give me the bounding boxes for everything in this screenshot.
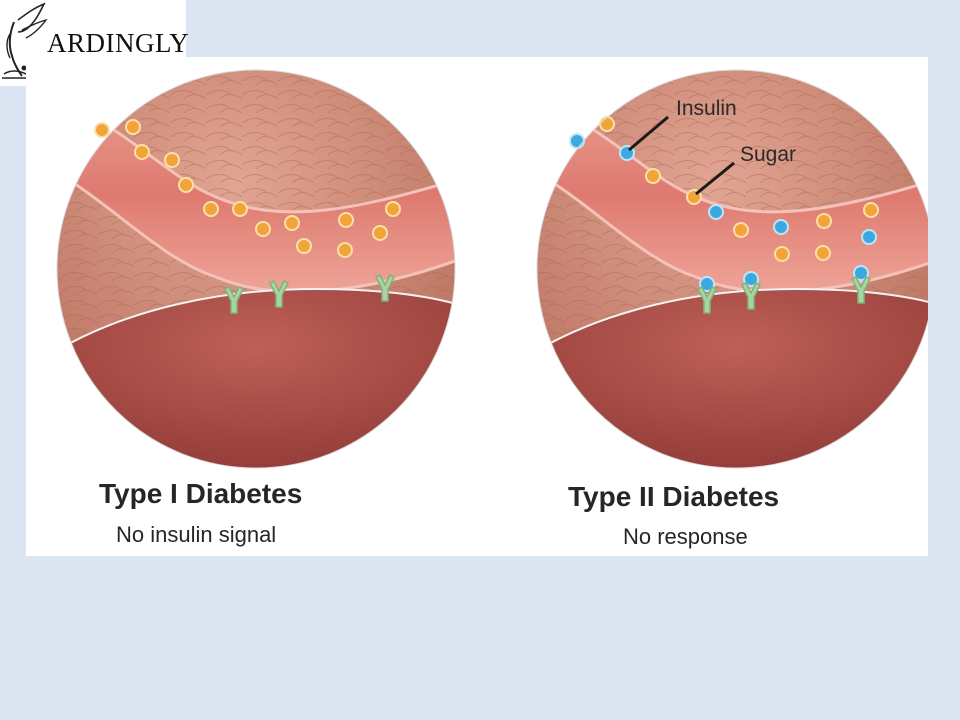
sugar-label: Sugar bbox=[740, 143, 797, 166]
insulin-receptors bbox=[696, 275, 872, 314]
diabetes-figure: Insulin Sugar Type I Diabetes No insulin… bbox=[26, 57, 928, 556]
type2-title: Type II Diabetes bbox=[568, 481, 780, 512]
cell bbox=[57, 289, 455, 468]
type1-illustration bbox=[56, 69, 456, 469]
blood-vessel bbox=[57, 97, 455, 292]
type1-subtitle: No insulin signal bbox=[116, 522, 277, 547]
insulin-molecules bbox=[569, 133, 877, 292]
blood-vessel bbox=[537, 97, 928, 292]
insulin-leader-line bbox=[628, 115, 669, 152]
type2-circle bbox=[537, 70, 928, 468]
logo-text: ARDINGLY bbox=[47, 28, 190, 58]
type1-circle bbox=[57, 70, 455, 468]
cell bbox=[537, 289, 928, 468]
insulin-receptors bbox=[223, 273, 396, 314]
type2-illustration bbox=[536, 69, 928, 469]
type2-subtitle: No response bbox=[623, 524, 748, 549]
sugar-leader-line bbox=[695, 161, 735, 196]
sugar-molecules bbox=[94, 119, 401, 258]
type1-title: Type I Diabetes bbox=[99, 478, 303, 509]
school-crest-icon bbox=[2, 2, 48, 79]
insulin-label: Insulin bbox=[676, 97, 737, 120]
